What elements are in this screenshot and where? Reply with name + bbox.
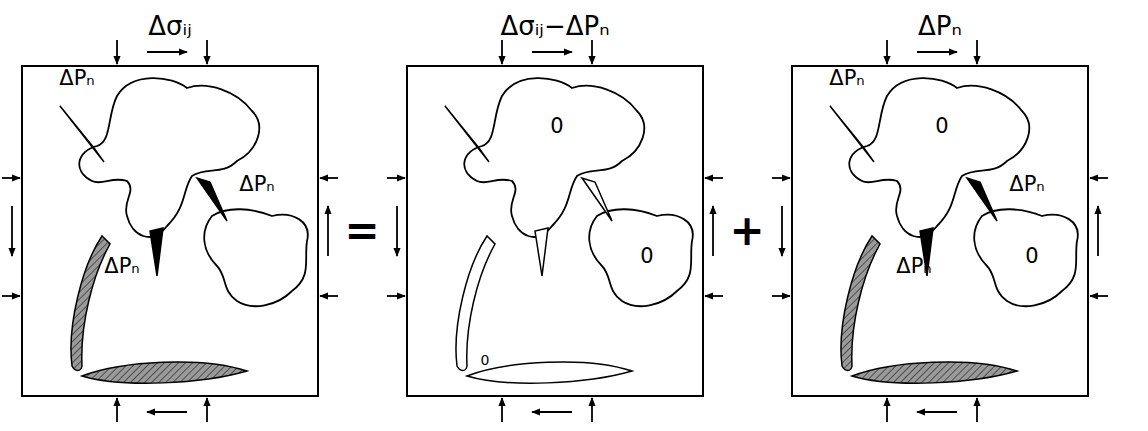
- pressure-label: ΔPₙ: [239, 174, 274, 195]
- panel-title: ΔPₙ: [918, 13, 962, 39]
- zero-label: 0: [481, 353, 490, 367]
- panel-title: Δσᵢⱼ−ΔPₙ: [500, 13, 609, 39]
- pressure-label: ΔPₙ: [829, 68, 864, 89]
- pressure-label: ΔPₙ: [1009, 174, 1044, 195]
- pressure-label: ΔPₙ: [104, 256, 139, 277]
- zero-label: 0: [640, 246, 653, 267]
- operator-sign: +: [729, 210, 764, 252]
- pressure-label: ΔPₙ: [896, 256, 931, 277]
- panel-drained: [387, 40, 723, 422]
- zero-label: 0: [550, 116, 563, 137]
- panel-total: [2, 40, 338, 422]
- panel-pressure: [772, 40, 1108, 422]
- pressure-label: ΔPₙ: [59, 68, 94, 89]
- zero-label: 0: [1025, 246, 1038, 267]
- operator-sign: =: [344, 210, 379, 252]
- panel-title: Δσᵢⱼ: [148, 13, 191, 39]
- zero-label: 0: [935, 116, 948, 137]
